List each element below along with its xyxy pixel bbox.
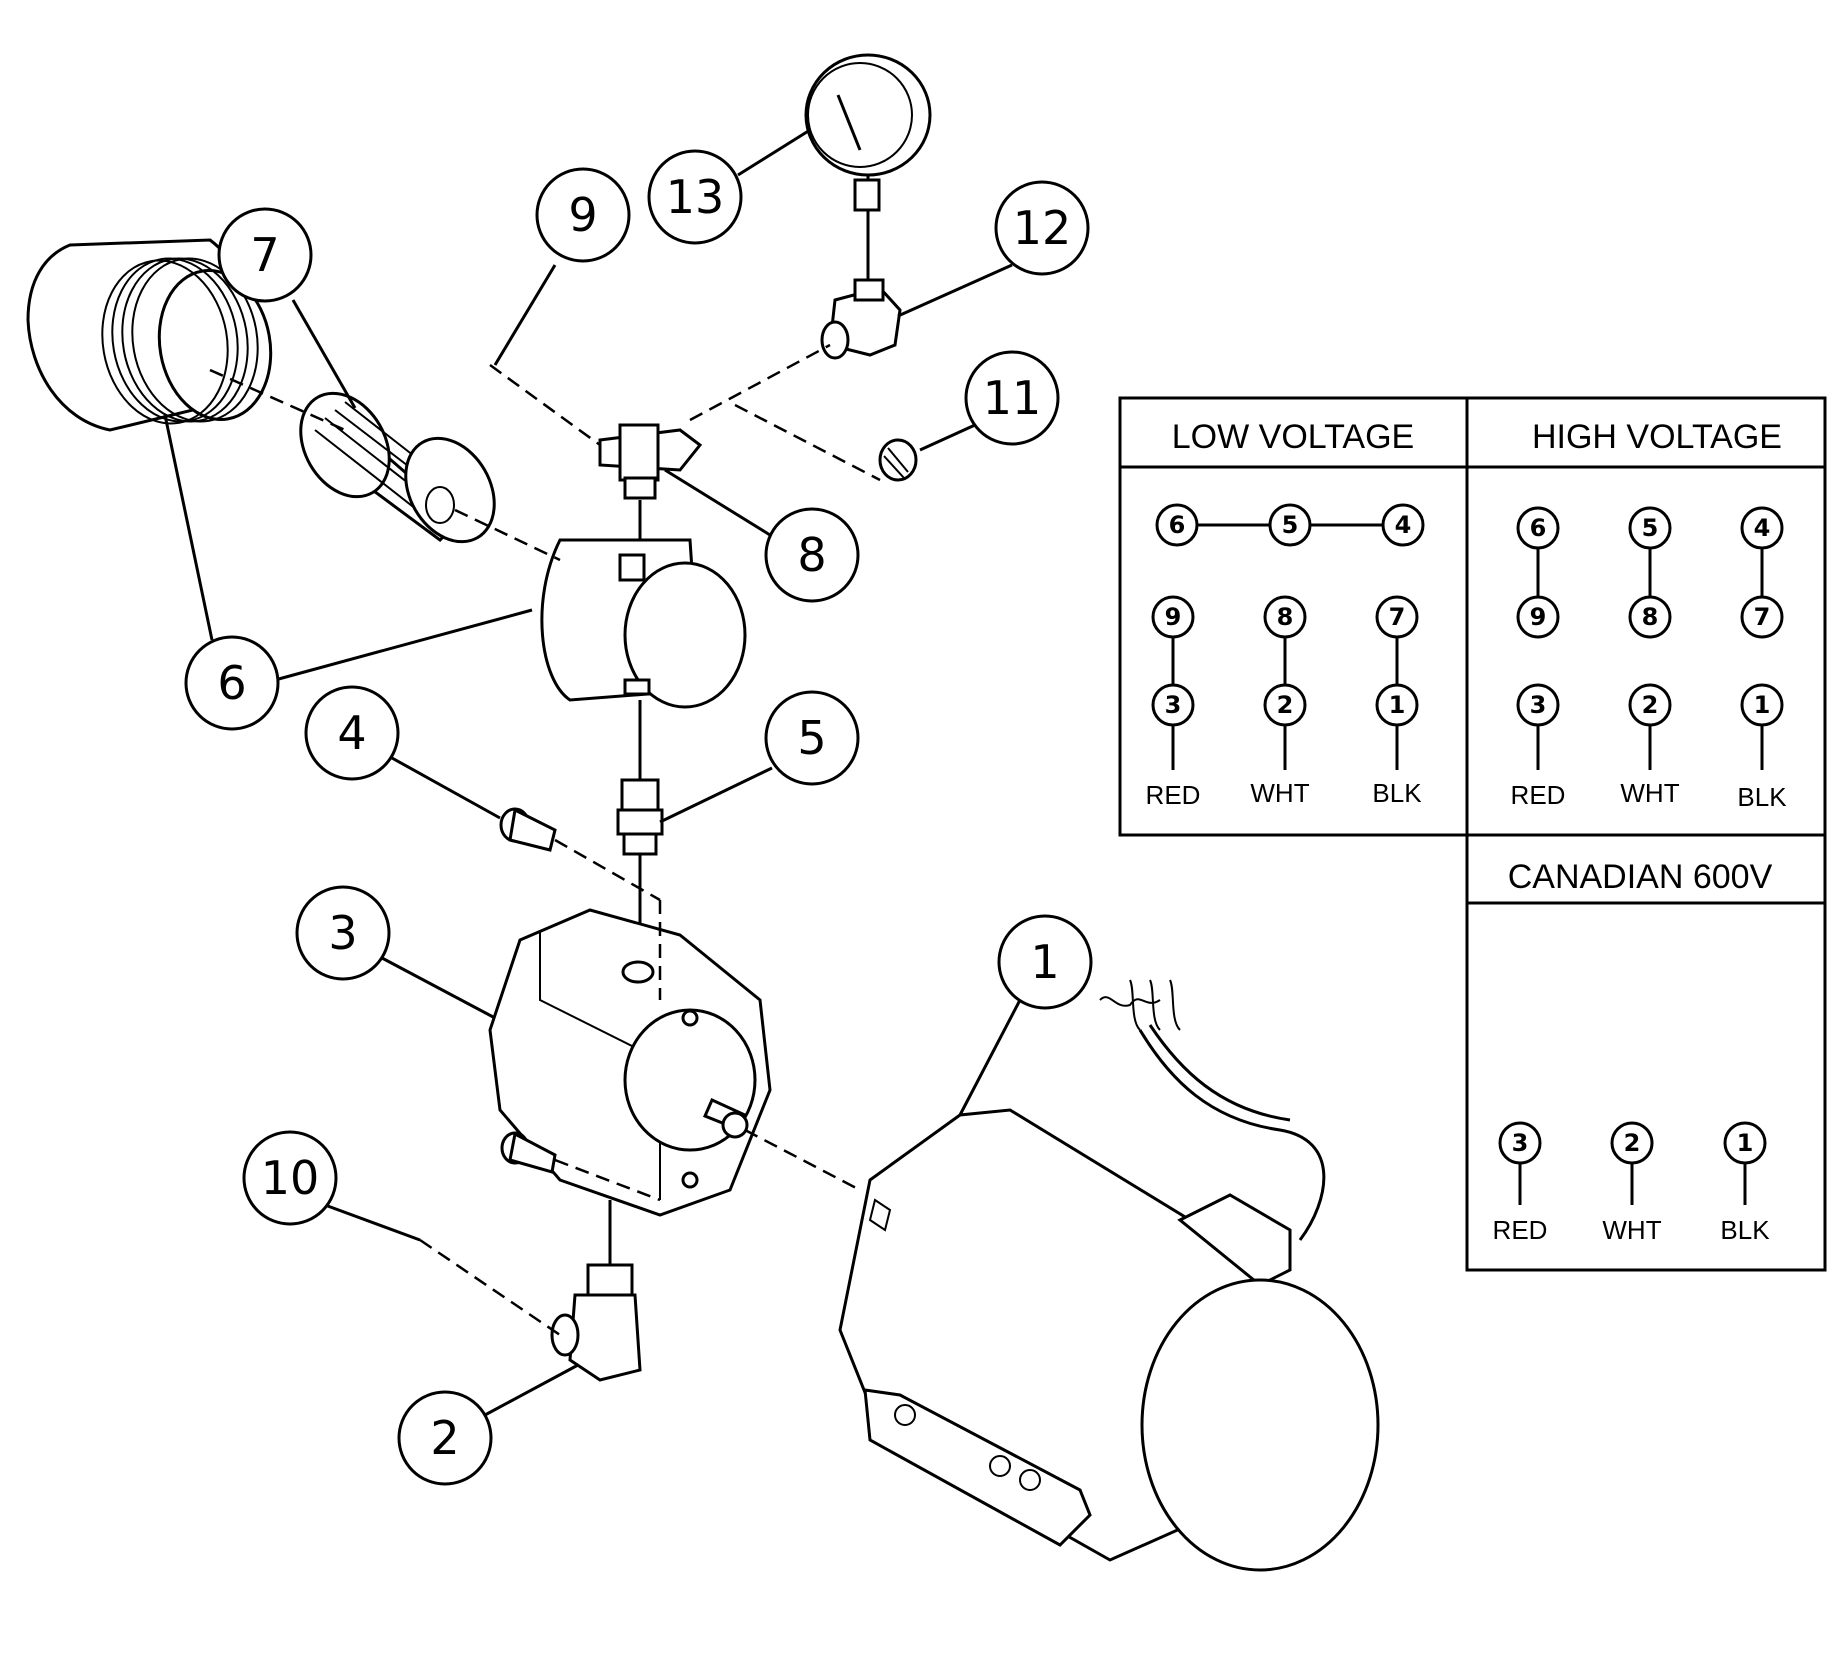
balloon-2-label: 2 <box>430 1411 459 1465</box>
cdn-terminal-3-label: 3 <box>1512 1129 1529 1157</box>
pump-body <box>488 908 772 1217</box>
pressure-gauge <box>804 53 932 177</box>
balloon-3: 3 <box>295 885 391 981</box>
lv-terminal-9-label: 9 <box>1165 603 1182 631</box>
balloon-13: 13 <box>647 149 743 245</box>
balloon-3-label: 3 <box>328 906 357 960</box>
lv-terminal-2: 2 <box>1263 683 1307 727</box>
gauge-elbow <box>820 175 902 360</box>
balloon-9: 9 <box>535 167 631 263</box>
high-voltage-connections <box>1536 528 1764 770</box>
balloon-2: 2 <box>397 1390 493 1486</box>
balloon-4-label: 4 <box>337 706 366 760</box>
elbow-fitting <box>550 1200 642 1382</box>
lv-terminal-4-label: 4 <box>1395 511 1412 539</box>
hv-terminal-4: 4 <box>1740 506 1784 550</box>
hv-terminal-9: 9 <box>1516 595 1560 639</box>
lv-wire-red: RED <box>1146 780 1201 810</box>
lv-wire-blk: BLK <box>1372 778 1422 808</box>
balloon-6-label: 6 <box>217 656 246 710</box>
lv-terminal-3-label: 3 <box>1165 691 1182 719</box>
lv-terminal-9: 9 <box>1151 595 1195 639</box>
balloon-11: 11 <box>964 350 1060 446</box>
hv-terminal-5-label: 5 <box>1642 514 1659 542</box>
lv-terminal-3: 3 <box>1151 683 1195 727</box>
cdn-wire-red: RED <box>1493 1215 1548 1245</box>
lv-terminal-1-label: 1 <box>1389 691 1406 719</box>
hv-terminal-9-label: 9 <box>1530 603 1547 631</box>
balloon-11-label: 11 <box>983 371 1042 425</box>
hv-wire-red: RED <box>1511 780 1566 810</box>
cdn-wire-wht: WHT <box>1602 1215 1661 1245</box>
lv-terminal-7: 7 <box>1375 595 1419 639</box>
balloon-8-label: 8 <box>797 528 826 582</box>
balloon-7-label: 7 <box>250 228 279 282</box>
balloon-12-label: 12 <box>1013 201 1072 255</box>
balloon-1-label: 1 <box>1030 935 1059 989</box>
balloon-10: 10 <box>242 1130 338 1226</box>
cdn-terminal-1-label: 1 <box>1737 1129 1754 1157</box>
lv-terminal-7-label: 7 <box>1389 603 1406 631</box>
lv-wire-wht: WHT <box>1250 778 1309 808</box>
cap-screw-bottom <box>500 1131 557 1174</box>
lv-terminal-2-label: 2 <box>1277 691 1294 719</box>
tee-fitting <box>598 423 703 540</box>
hv-terminal-6: 6 <box>1516 506 1560 550</box>
cdn-terminal-2: 2 <box>1610 1121 1654 1165</box>
hv-terminal-2-label: 2 <box>1642 691 1659 719</box>
hv-wire-blk: BLK <box>1737 782 1787 812</box>
hv-terminal-3-label: 3 <box>1530 691 1547 719</box>
cap-plug <box>878 438 918 482</box>
balloon-4: 4 <box>304 685 400 781</box>
coupling-fitting <box>616 700 664 955</box>
low-voltage-connections <box>1171 523 1403 770</box>
hv-terminal-3: 3 <box>1516 683 1560 727</box>
canadian-600v-title: CANADIAN 600V <box>1508 858 1773 896</box>
hv-terminal-7-label: 7 <box>1754 603 1771 631</box>
filter-element <box>299 391 496 544</box>
cdn-terminal-1: 1 <box>1723 1121 1767 1165</box>
cdn-terminal-2-label: 2 <box>1624 1129 1641 1157</box>
cap-screw-top <box>499 807 557 852</box>
balloon-9-label: 9 <box>568 188 597 242</box>
balloon-13-label: 13 <box>666 170 725 224</box>
electric-motor <box>838 979 1380 1572</box>
lv-terminal-6-label: 6 <box>1169 511 1186 539</box>
balloon-5-label: 5 <box>797 711 826 765</box>
hv-terminal-1-label: 1 <box>1754 691 1771 719</box>
hv-terminal-7: 7 <box>1740 595 1784 639</box>
wiring-table: LOW VOLTAGE HIGH VOLTAGE CANADIAN 600V 6… <box>1118 396 1827 1272</box>
filter-housing-bowl <box>26 238 273 432</box>
lv-terminal-8: 8 <box>1263 595 1307 639</box>
hv-terminal-8: 8 <box>1628 595 1672 639</box>
balloon-12: 12 <box>994 180 1090 276</box>
hv-terminal-1: 1 <box>1740 683 1784 727</box>
lv-terminal-1: 1 <box>1375 683 1419 727</box>
lv-terminal-4: 4 <box>1381 503 1425 547</box>
hv-terminal-6-label: 6 <box>1530 514 1547 542</box>
hv-terminal-5: 5 <box>1628 506 1672 550</box>
leader-lines <box>163 128 1022 1417</box>
lv-terminal-6: 6 <box>1155 503 1199 547</box>
cdn-terminal-3: 3 <box>1498 1121 1542 1165</box>
balloon-10-label: 10 <box>261 1151 320 1205</box>
hv-terminal-4-label: 4 <box>1754 514 1771 542</box>
balloon-7: 7 <box>217 207 313 303</box>
cdn-wire-blk: BLK <box>1720 1215 1770 1245</box>
balloon-8: 8 <box>764 507 860 603</box>
balloon-6: 6 <box>184 635 280 731</box>
assembly-centerlines <box>209 343 881 1337</box>
lv-terminal-5: 5 <box>1268 503 1312 547</box>
balloon-1: 1 <box>997 914 1093 1010</box>
lv-terminal-5-label: 5 <box>1282 511 1299 539</box>
hv-wire-wht: WHT <box>1620 778 1679 808</box>
low-voltage-title: LOW VOLTAGE <box>1172 418 1414 456</box>
hv-terminal-8-label: 8 <box>1642 603 1659 631</box>
filter-head <box>540 538 747 709</box>
lv-terminal-8-label: 8 <box>1277 603 1294 631</box>
hv-terminal-2: 2 <box>1628 683 1672 727</box>
high-voltage-title: HIGH VOLTAGE <box>1532 418 1782 456</box>
balloon-5: 5 <box>764 690 860 786</box>
